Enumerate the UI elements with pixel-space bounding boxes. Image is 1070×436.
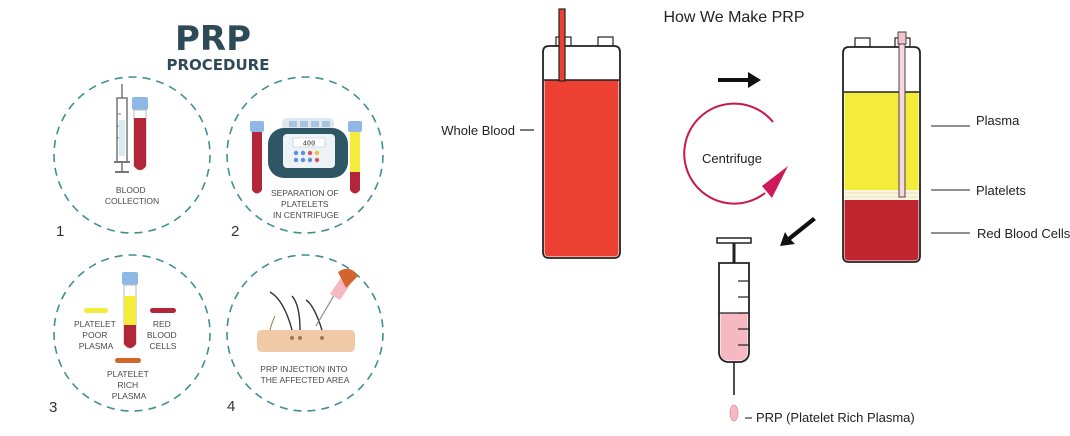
step-2: 400 SEPARATION OF PLATELETS IN CENTRIFUG… xyxy=(227,77,383,240)
plasma-label: Plasma xyxy=(976,113,1020,128)
platelet-poor-plasma-swatch xyxy=(84,308,108,313)
centrifuge-label: Centrifuge xyxy=(702,151,762,166)
platelet-rich-plasma-label: PLATELET RICH PLASMA xyxy=(107,369,151,401)
centrifuge-machine-icon: 400 xyxy=(268,118,348,178)
separated-container xyxy=(843,32,920,262)
procedure-subtitle: PROCEDURE xyxy=(167,56,270,74)
red-blood-cells-label: RED BLOOD CELLS xyxy=(147,319,179,351)
step-3-number: 3 xyxy=(49,399,57,416)
tube-blood-icon xyxy=(250,121,264,194)
prp-label: PRP (Platelet Rich Plasma) xyxy=(756,410,915,425)
blood-tube-icon xyxy=(132,97,148,170)
red-blood-cells-layer-label: Red Blood Cells xyxy=(977,226,1070,241)
layered-tube-icon xyxy=(122,272,138,348)
step-4-caption: PRP INJECTION INTO THE AFFECTED AREA xyxy=(260,364,349,385)
step-4-number: 4 xyxy=(227,398,235,415)
step-4: PRP INJECTION INTO THE AFFECTED AREA 4 xyxy=(227,255,383,415)
platelets-label: Platelets xyxy=(976,183,1026,198)
centrifuge-arrowhead-icon xyxy=(762,166,788,198)
arrow-right-icon xyxy=(718,72,761,88)
right-panel: How We Make PRP Whole Blood Centrifuge xyxy=(441,9,1070,425)
step-2-number: 2 xyxy=(231,223,239,240)
step-3: PLATELET POOR PLASMA RED BLOOD CELLS PLA… xyxy=(49,255,210,416)
step-1-caption: BLOOD COLLECTION xyxy=(105,185,159,206)
scalp-skin-icon xyxy=(257,292,355,352)
step-1: BLOOD COLLECTION 1 xyxy=(54,77,210,240)
step-1-number: 1 xyxy=(56,223,64,240)
arrow-down-left-icon xyxy=(780,217,816,246)
tube-separated-icon xyxy=(348,121,362,194)
centrifuge-display: 400 xyxy=(303,141,316,149)
how-we-make-prp-title: How We Make PRP xyxy=(663,9,804,26)
whole-blood-container xyxy=(543,9,620,258)
red-blood-cells-swatch xyxy=(150,308,176,313)
injection-syringe-icon xyxy=(316,269,358,326)
platelet-rich-plasma-swatch xyxy=(115,358,141,363)
prp-syringe-icon xyxy=(717,238,751,421)
whole-blood-label: Whole Blood xyxy=(441,123,515,138)
syringe-icon xyxy=(114,84,130,172)
step-2-caption: SEPARATION OF PLATELETS IN CENTRIFUGE xyxy=(271,188,341,220)
left-panel: PRP PROCEDURE xyxy=(49,19,383,416)
platelet-poor-plasma-label: PLATELET POOR PLASMA xyxy=(74,319,118,351)
prp-title: PRP xyxy=(175,19,251,59)
